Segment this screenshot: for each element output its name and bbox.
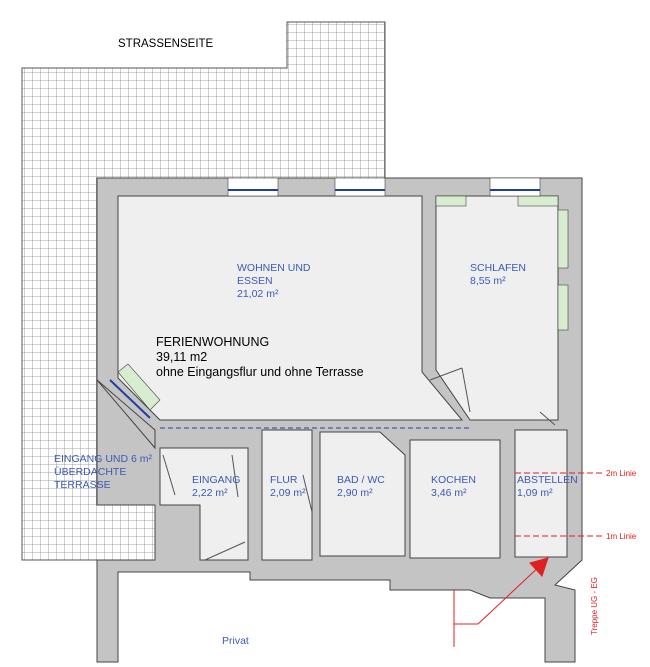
room-area-kochen: 3,46 m² <box>431 487 467 499</box>
wall-panel <box>435 195 467 207</box>
room-area-bad: 2,90 m² <box>337 487 373 499</box>
room-eingang <box>159 447 249 561</box>
room-area-abstellen: 1,09 m² <box>517 487 553 499</box>
label-2m-line: 2m Linie <box>606 469 637 478</box>
room-schlafen <box>435 195 559 421</box>
apartment-name: FERIENWOHNUNG <box>156 335 269 349</box>
wall-panel <box>557 209 569 269</box>
room-area-eingang: 2,22 m² <box>192 487 228 499</box>
room-abstellen <box>514 429 568 558</box>
wall-panel <box>517 195 559 207</box>
windows <box>109 177 541 419</box>
room-bad <box>319 431 406 557</box>
room-label-bad: BAD / WC <box>337 474 385 486</box>
terrace-label-3: TERRASSE <box>54 479 111 491</box>
label-stairs: Treppe UG - EG <box>590 577 599 635</box>
private-label: Privat <box>222 635 249 647</box>
room-label-kochen: KOCHEN <box>431 474 476 486</box>
apartment-area: 39,11 m2 <box>156 350 207 364</box>
terrace-label-2: ÜBERDACHTE <box>54 466 126 478</box>
stair-markers <box>453 472 605 647</box>
room-flur <box>261 429 313 561</box>
room-label-eingang: EINGANG <box>192 474 240 486</box>
apartment-note: ohne Eingangsflur und ohne Terrasse <box>156 365 364 379</box>
terrace-label-1: EINGANG UND 6 m² <box>54 453 153 465</box>
label-1m-line: 1m Linie <box>606 532 637 541</box>
room-label-schlafen: SCHLAFEN <box>470 262 526 274</box>
room-area-flur: 2,09 m² <box>270 487 306 499</box>
room-label-flur: FLUR <box>270 474 298 486</box>
room-label-abstellen: ABSTELLEN <box>517 474 578 486</box>
room-area-wohnen: 21,02 m² <box>237 288 279 300</box>
wall-panel <box>557 284 569 331</box>
room-kochen <box>409 439 501 559</box>
room-area-schlafen: 8,55 m² <box>470 275 506 287</box>
room-label-wohnen: WOHNEN UND <box>237 262 311 274</box>
room-label-wohnen-2: ESSEN <box>237 275 273 287</box>
room-wohnen <box>117 195 464 421</box>
window-diagonal <box>117 363 161 411</box>
door-swings <box>162 367 556 561</box>
street-side-label: STRASSENSEITE <box>118 38 214 50</box>
